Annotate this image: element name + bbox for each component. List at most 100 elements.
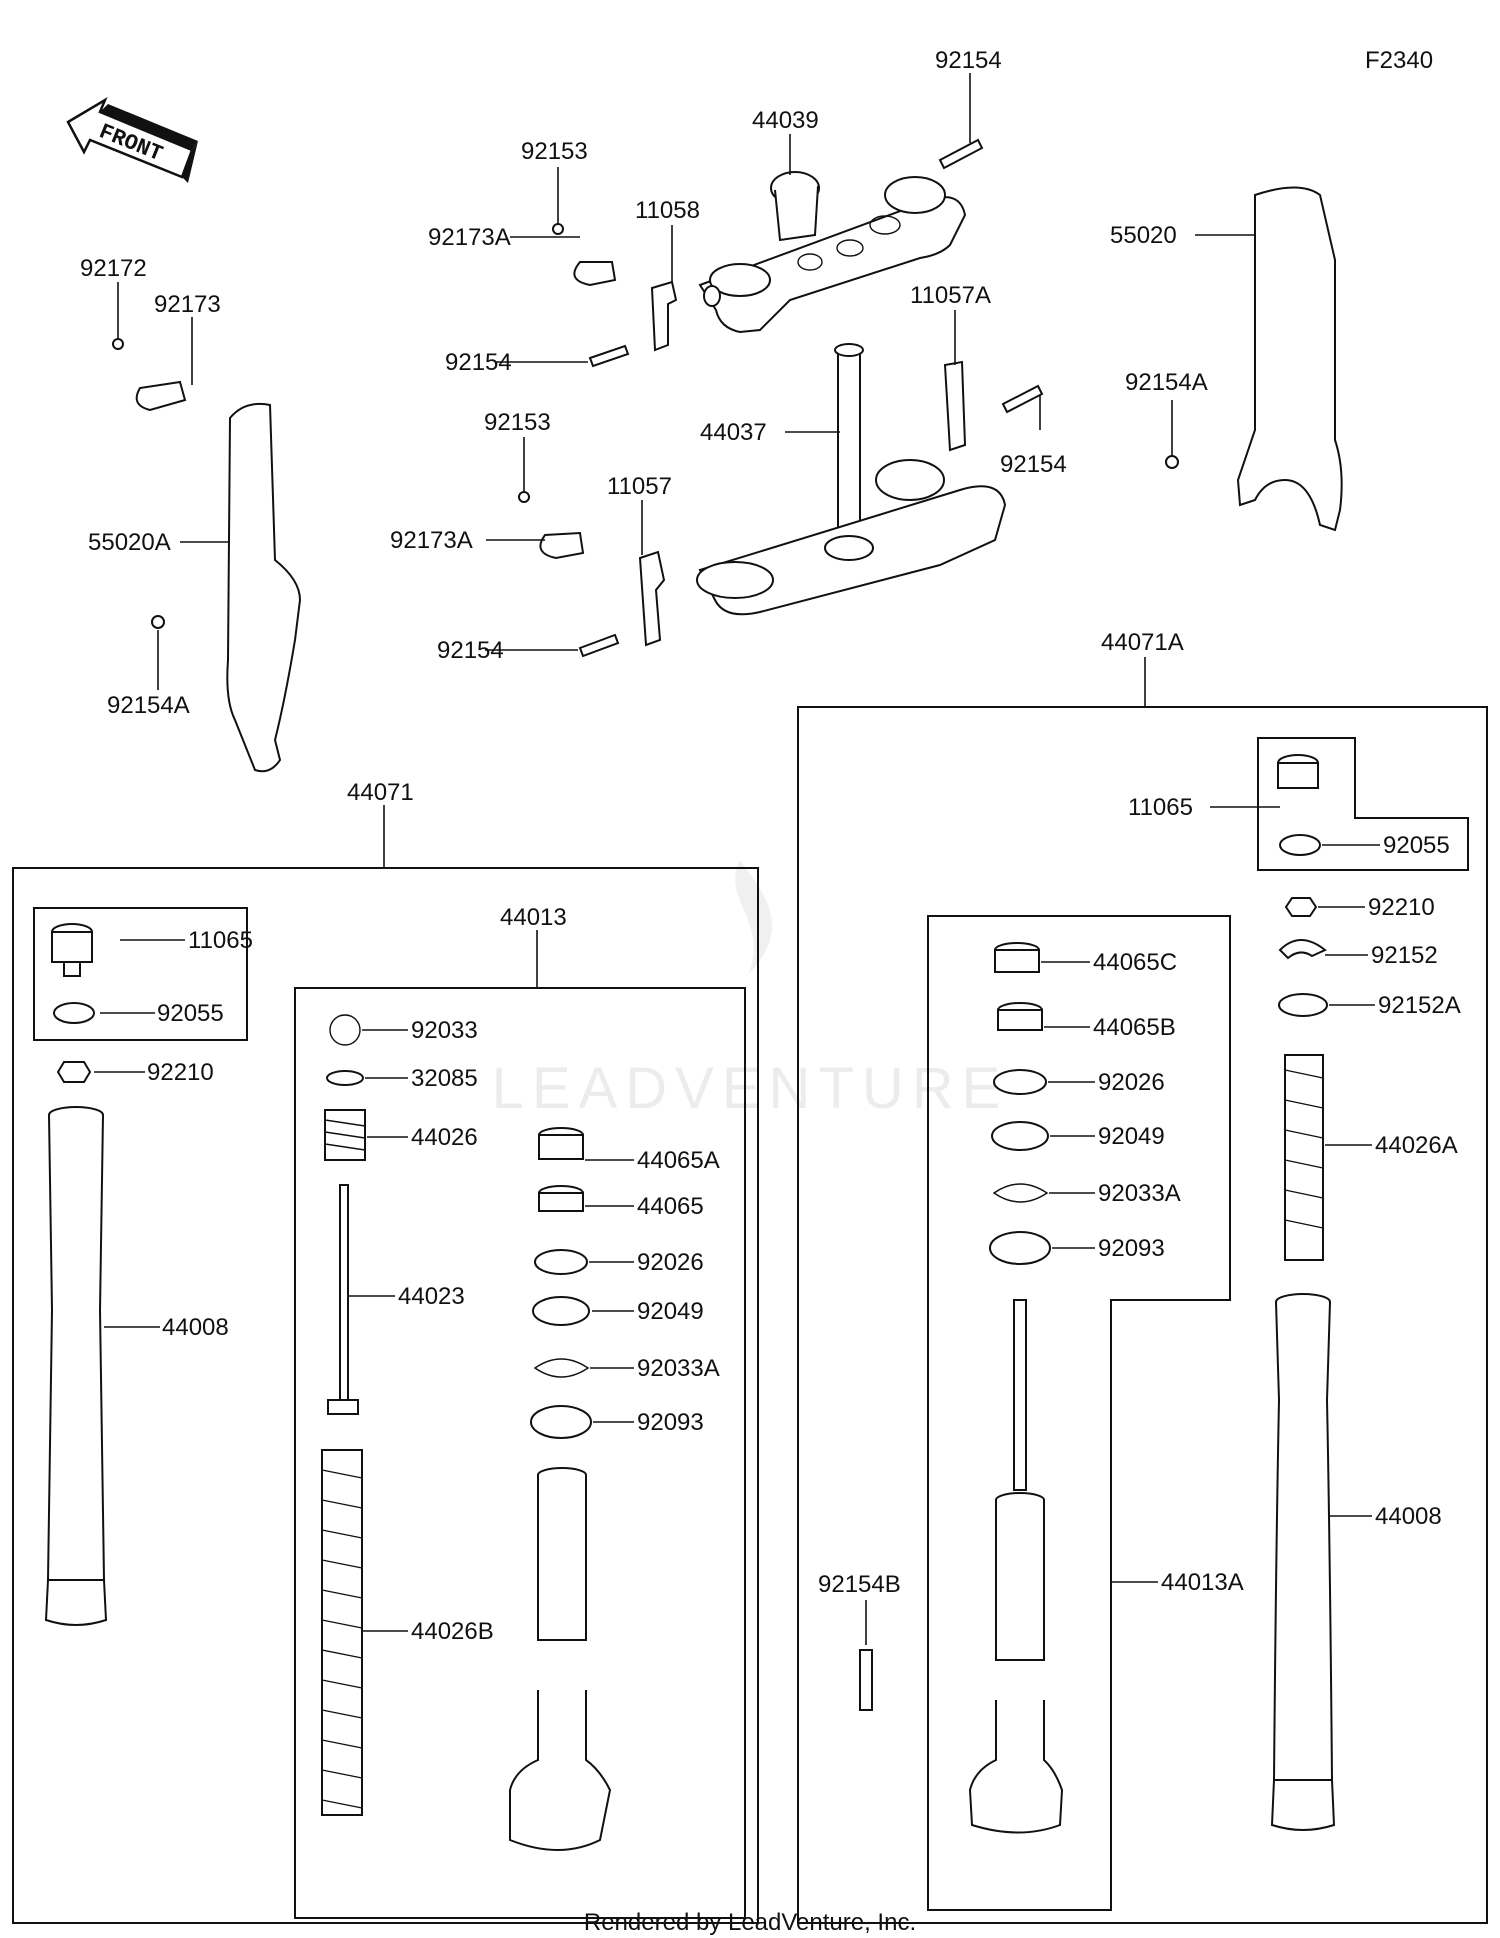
spring-44026A xyxy=(1284,1054,1324,1261)
label-55020: 55020 xyxy=(1110,222,1177,249)
assembly-44071A-box xyxy=(797,706,1488,1924)
label-44026B: 44026B xyxy=(411,1618,494,1645)
o-ring-92055-left xyxy=(53,1002,95,1024)
label-44037: 44037 xyxy=(700,419,767,446)
label-55020A: 55020A xyxy=(88,529,171,556)
bolt-92154-b xyxy=(1001,384,1044,414)
fork-guard-55020A xyxy=(226,402,302,773)
cartridge-44013A xyxy=(968,1299,1064,1834)
label-44023: 44023 xyxy=(398,1283,465,1310)
label-11057: 11057 xyxy=(607,473,672,500)
seal-92049-right xyxy=(991,1121,1049,1151)
label-92154A-left: 92154A xyxy=(107,692,190,719)
label-92093-left: 92093 xyxy=(637,1409,704,1436)
washer-92152A xyxy=(1278,993,1328,1017)
label-92033A-left: 92033A xyxy=(637,1355,720,1382)
fork-cap-11065-left xyxy=(51,923,93,977)
spring-44026 xyxy=(324,1109,366,1161)
label-44065C: 44065C xyxy=(1093,949,1177,976)
label-92154-b: 92154 xyxy=(1000,451,1067,478)
spring-44026B xyxy=(321,1449,363,1816)
washer-92026-right xyxy=(993,1069,1047,1095)
label-92172: 92172 xyxy=(80,255,147,282)
bolt-92154-top xyxy=(938,138,984,170)
clamp-92173A-lower xyxy=(539,531,585,560)
label-44013: 44013 xyxy=(500,904,567,931)
bolt-92154B xyxy=(859,1649,873,1711)
dust-seal-92093-left xyxy=(530,1405,592,1439)
screw-92153-lower xyxy=(518,491,530,503)
washer-32085 xyxy=(326,1070,364,1086)
seal-92049-left xyxy=(532,1296,590,1326)
label-92049-right: 92049 xyxy=(1098,1123,1165,1150)
outer-tube-44008-left xyxy=(44,1106,108,1626)
fork-guard-55020 xyxy=(1236,186,1343,532)
label-92153-b: 92153 xyxy=(484,409,551,436)
label-11057A: 11057A xyxy=(910,282,991,309)
nut-92210-right xyxy=(1284,897,1318,917)
label-11058: 11058 xyxy=(635,197,700,224)
label-92173A-b: 92173A xyxy=(390,527,473,554)
label-44071: 44071 xyxy=(347,779,414,806)
label-92093-right: 92093 xyxy=(1098,1235,1165,1262)
label-92173A-a: 92173A xyxy=(428,224,511,251)
inner-tube-left xyxy=(509,1467,612,1851)
label-92055-left: 92055 xyxy=(157,1000,224,1027)
label-92152: 92152 xyxy=(1371,942,1438,969)
cap-kit-box-left xyxy=(33,907,248,1041)
label-92026-right: 92026 xyxy=(1098,1069,1165,1096)
screw-92154A-right xyxy=(1165,455,1179,469)
front-arrow-icon: FRONT xyxy=(66,96,198,183)
label-92173: 92173 xyxy=(154,291,221,318)
figure-code: F2340 xyxy=(1365,47,1433,74)
circlip-92033 xyxy=(329,1014,361,1046)
bracket-11057A xyxy=(943,360,967,452)
dust-seal-92093-right xyxy=(989,1231,1051,1265)
bushing-44065A xyxy=(538,1127,584,1160)
label-92154-c: 92154 xyxy=(437,637,504,664)
washer-92026-left xyxy=(534,1249,588,1275)
assembly-44071-box xyxy=(12,867,759,1924)
label-92154-a: 92154 xyxy=(445,349,512,376)
label-92033: 92033 xyxy=(411,1017,478,1044)
o-ring-92055-right xyxy=(1279,834,1321,856)
watermark: LEADVENTURE xyxy=(492,1056,1009,1121)
fork-cap-11065-right xyxy=(1277,754,1319,789)
bushing-44065B xyxy=(997,1002,1043,1031)
bushing-44065C xyxy=(994,942,1040,973)
leader-lines xyxy=(94,73,1380,1645)
label-44065A: 44065A xyxy=(637,1147,720,1174)
clip-92152 xyxy=(1278,939,1327,960)
label-92210-right: 92210 xyxy=(1368,894,1435,921)
watermark-flame-icon xyxy=(735,860,772,975)
label-44013A: 44013A xyxy=(1161,1569,1244,1596)
label-44026: 44026 xyxy=(411,1124,478,1151)
bracket-11057 xyxy=(638,550,666,647)
label-92033A-right: 92033A xyxy=(1098,1180,1181,1207)
bolt-92154-c xyxy=(578,633,620,658)
steering-stem-lower-clamp xyxy=(696,343,1007,616)
bolt-92154-a xyxy=(588,344,630,368)
label-11065-left: 11065 xyxy=(188,927,253,954)
nut-92210-left xyxy=(56,1061,92,1083)
footer-credit: Rendered by LeadVenture, Inc. xyxy=(584,1909,916,1936)
clamp-92173 xyxy=(135,380,187,412)
label-92154B: 92154B xyxy=(818,1571,901,1598)
rod-44023 xyxy=(327,1184,359,1415)
bushing-44065 xyxy=(538,1185,584,1212)
label-44008-right: 44008 xyxy=(1375,1503,1442,1530)
cap-kit-box-right xyxy=(1257,737,1469,871)
label-92026-left: 92026 xyxy=(637,1249,704,1276)
outer-tube-44008-right xyxy=(1270,1293,1336,1831)
label-92210-left: 92210 xyxy=(147,1059,214,1086)
label-92049-left: 92049 xyxy=(637,1298,704,1325)
label-44008-left: 44008 xyxy=(162,1314,229,1341)
stopper-ring-92033A-left xyxy=(533,1358,590,1378)
label-44039: 44039 xyxy=(752,107,819,134)
label-44065B: 44065B xyxy=(1093,1014,1176,1041)
screw-92154A-left xyxy=(151,615,165,629)
label-11065-right: 11065 xyxy=(1128,794,1193,821)
clamp-92173A-upper xyxy=(573,261,617,287)
label-44065: 44065 xyxy=(637,1193,704,1220)
